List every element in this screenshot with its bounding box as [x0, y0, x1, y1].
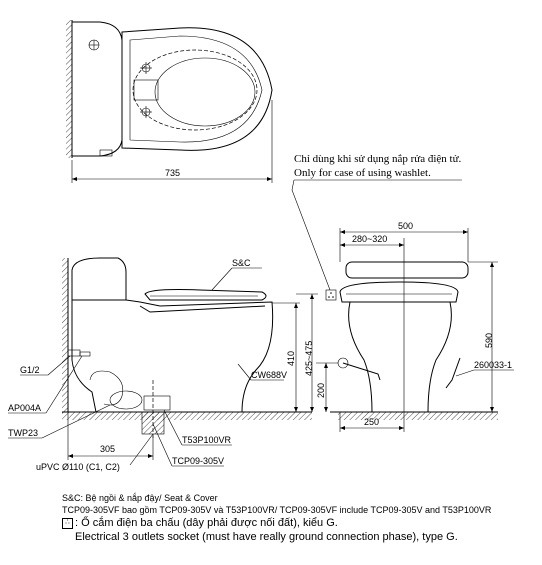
- note-seat-cover: S&C: Bệ ngồi & nắp đậy/ Seat & Cover: [62, 493, 218, 503]
- label-tcp09-305v: TCP09-305V: [172, 456, 224, 466]
- socket-icon: ∴: [62, 517, 73, 529]
- dim-500: 500: [398, 221, 413, 231]
- dim-590: 590: [484, 333, 494, 348]
- note-socket-vi: ∴: Ổ cắm điện ba chấu (dây phải được nối…: [62, 516, 532, 530]
- dim-425-475: 425~475: [304, 341, 314, 376]
- dim-280-320: 280~320: [352, 234, 387, 244]
- label-ap004a: AP004A: [8, 403, 41, 413]
- top-view: 735: [66, 20, 273, 183]
- washlet-note-vi: Chỉ dùng khi sử dụng nắp rửa điện tử.: [294, 153, 462, 165]
- note-socket-vi-text: : Ổ cắm điện ba chấu (dây phải được nối …: [75, 517, 338, 529]
- label-upvc: uPVC Ø110 (C1, C2): [36, 462, 120, 472]
- washlet-note: Chỉ dùng khi sử dụng nắp rửa điện tử. On…: [291, 153, 462, 291]
- note-kit: TCP09-305VF bao gồm TCP09-305V và T53P10…: [62, 505, 492, 515]
- label-260033-1: 260033-1: [474, 360, 512, 370]
- note-socket-en: Electrical 3 outlets socket (must have r…: [75, 531, 458, 543]
- label-twp23: TWP23: [8, 428, 38, 438]
- technical-drawing: 735 Chỉ dùng khi sử dụng nắp rửa điện tử…: [8, 20, 514, 472]
- label-t53p100vr: T53P100VR: [182, 435, 232, 445]
- label-g12: G1/2: [20, 365, 40, 375]
- washlet-note-en: Only for case of using washlet.: [294, 167, 431, 179]
- side-view: 410 425~475 305 S&C G1/2 AP004A TWP23 uP…: [8, 257, 318, 472]
- dim-250: 250: [364, 417, 379, 427]
- dim-735: 735: [165, 168, 180, 178]
- notes-block: S&C: Bệ ngồi & nắp đậy/ Seat & Cover TCP…: [62, 492, 532, 544]
- front-view: 500 280~320 590 200 250 260033-1: [316, 221, 514, 432]
- dim-200: 200: [316, 383, 326, 398]
- label-seat: S&C: [232, 258, 251, 268]
- dim-410: 410: [286, 351, 296, 366]
- label-cw688v: CW688V: [251, 370, 287, 380]
- dim-305: 305: [100, 444, 115, 454]
